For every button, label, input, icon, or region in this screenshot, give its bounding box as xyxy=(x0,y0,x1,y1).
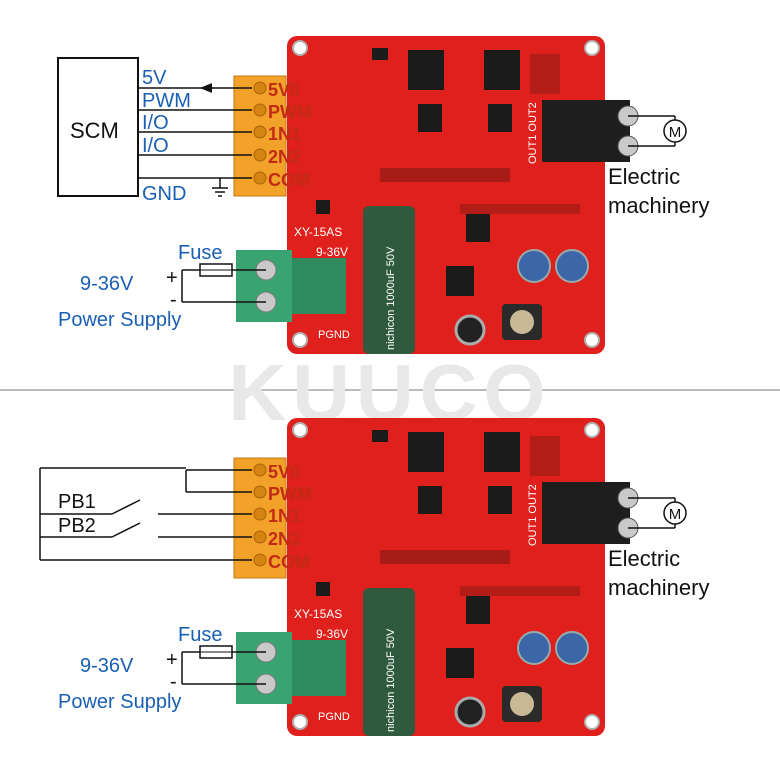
fuse-label: Fuse xyxy=(178,624,222,646)
supply-voltage: 9-36V xyxy=(80,655,134,677)
pb2-label: PB2 xyxy=(58,515,96,537)
board-model: XY-15AS xyxy=(294,225,342,239)
pin-label: 5V0 xyxy=(268,462,300,482)
pb1-label: PB1 xyxy=(58,491,96,513)
line-label: I/O xyxy=(142,135,169,157)
top-board: nichicon 1000uF 50V XY-15AS 9-36V PGND O… xyxy=(233,36,639,354)
scm-box xyxy=(57,57,139,197)
pin-label: COM xyxy=(268,170,310,190)
motor-icon xyxy=(663,501,687,525)
board-model: XY-15AS xyxy=(294,607,342,621)
svg-text:+: + xyxy=(166,267,178,289)
supply-label: Power Supply xyxy=(58,309,181,331)
bottom-board: nichicon 1000uF 50V XY-15AS 9-36V PGND O… xyxy=(233,418,639,736)
pb2-switch-icon xyxy=(111,522,141,538)
line-label: GND xyxy=(142,183,186,205)
pin-label: 2N2 xyxy=(268,147,301,167)
svg-text:nichicon 1000uF 50V: nichicon 1000uF 50V xyxy=(385,628,397,732)
motor-label: Electric xyxy=(608,164,680,189)
top-power: Fuse 9-36V + - Power Supply xyxy=(58,242,266,331)
motor-label: machinery xyxy=(608,193,709,218)
bottom-power: Fuse 9-36V + - Power Supply xyxy=(58,624,266,713)
top-wiring: SCM 5V PWM I/O I/O GND xyxy=(57,57,252,205)
svg-text:9-36V: 9-36V xyxy=(316,245,348,259)
motor-label: machinery xyxy=(608,575,709,600)
pin-label: 5V0 xyxy=(268,80,300,100)
svg-text:-: - xyxy=(170,289,177,311)
line-label: I/O xyxy=(142,112,169,134)
bottom-motor: M Electric machinery xyxy=(608,497,709,600)
svg-text:PGND: PGND xyxy=(318,711,350,723)
line-label: PWM xyxy=(142,90,191,112)
pb1-switch-icon xyxy=(111,499,141,515)
pin-label: COM xyxy=(268,552,310,572)
bottom-wiring: PB1 PB2 xyxy=(39,467,252,561)
motor-label: Electric xyxy=(608,546,680,571)
svg-text:nichicon 1000uF 50V: nichicon 1000uF 50V xyxy=(385,246,397,350)
top-motor: M Electric machinery xyxy=(608,115,709,218)
svg-text:-: - xyxy=(170,671,177,693)
pin-label: PWM xyxy=(268,484,312,504)
motor-icon xyxy=(663,119,687,143)
capacitor xyxy=(363,206,415,354)
pin-label: 1N1 xyxy=(268,506,301,526)
pin-label: 1N1 xyxy=(268,124,301,144)
svg-text:M: M xyxy=(669,506,682,523)
supply-voltage: 9-36V xyxy=(80,273,134,295)
supply-label: Power Supply xyxy=(58,691,181,713)
svg-text:OUT1 OUT2: OUT1 OUT2 xyxy=(527,484,539,546)
pin-label: 2N2 xyxy=(268,529,301,549)
capacitor xyxy=(363,588,415,736)
fuse-label: Fuse xyxy=(178,242,222,264)
motor-terminal xyxy=(542,482,630,544)
svg-text:PGND: PGND xyxy=(318,329,350,341)
svg-text:OUT1 OUT2: OUT1 OUT2 xyxy=(527,102,539,164)
line-label: 5V xyxy=(142,67,167,89)
svg-text:M: M xyxy=(669,124,682,141)
scm-label: SCM xyxy=(70,118,119,143)
svg-text:+: + xyxy=(166,649,178,671)
pin-label: PWM xyxy=(268,102,312,122)
motor-terminal xyxy=(542,100,630,162)
svg-text:9-36V: 9-36V xyxy=(316,627,348,641)
